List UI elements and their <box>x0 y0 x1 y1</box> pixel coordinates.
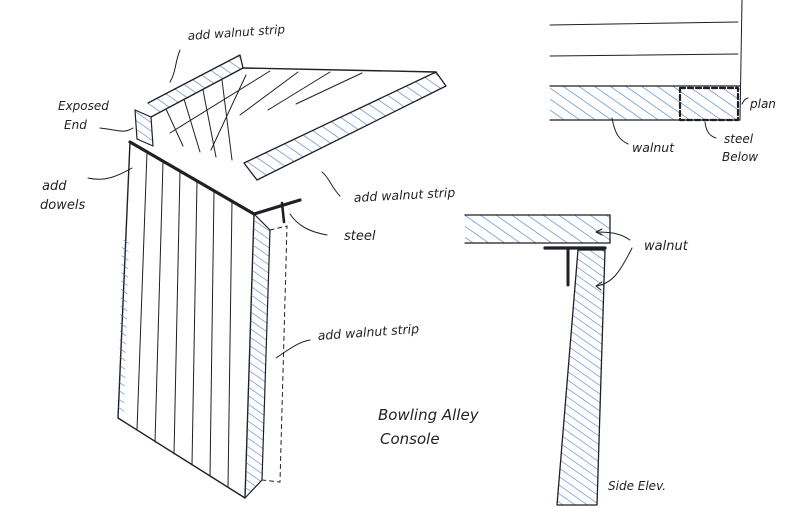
leg-board-lines <box>136 151 233 488</box>
leg-side-walnut <box>245 214 270 498</box>
label-add-walnut-strip-right: add walnut strip <box>353 185 455 205</box>
label-side-walnut: walnut <box>644 239 689 254</box>
label-add-dowels-line2: dowels <box>40 198 85 213</box>
leg-left-walnut <box>118 240 129 412</box>
label-plan-steel-below: steel Below <box>722 132 758 164</box>
label-exposed-end-line1: Exposed <box>58 99 109 113</box>
label-steel: steel <box>344 229 376 244</box>
label-add-walnut-strip-leg: add walnut strip <box>317 321 419 343</box>
label-exposed-end: Exposed End <box>58 99 113 132</box>
plan-view <box>549 0 749 145</box>
side-elevation <box>464 214 633 506</box>
label-plan-walnut: walnut <box>632 140 675 155</box>
label-plan: plan <box>749 97 776 111</box>
label-side-elev: Side Elev. <box>608 479 666 493</box>
right-walnut-strip <box>244 72 446 180</box>
top-walnut-strip <box>148 55 243 117</box>
label-title-line2: Console <box>380 430 440 448</box>
label-exposed-end-line2: End <box>64 118 87 132</box>
label-plan-steel-below-line1: steel <box>724 132 754 146</box>
exposed-end <box>135 110 153 146</box>
label-plan-steel-below-line2: Below <box>722 150 758 164</box>
tabletop-board-lines <box>165 70 363 161</box>
plan-steel-below <box>678 86 740 122</box>
label-add-dowels: add dowels <box>40 179 85 213</box>
side-leg-walnut <box>557 250 605 505</box>
leg-strip-dashed-outline <box>261 225 288 483</box>
leg-front-face <box>118 142 254 498</box>
iso-leader-lines <box>87 49 341 359</box>
label-title: Bowling Alley Console <box>378 406 483 448</box>
label-title-line1: Bowling Alley <box>378 406 480 424</box>
label-add-dowels-line1: add <box>42 179 67 194</box>
label-add-walnut-strip-top: add walnut strip <box>187 22 286 43</box>
side-top-walnut <box>465 215 610 243</box>
isometric-console <box>117 54 447 499</box>
labels: add walnut strip Exposed End add dowels … <box>40 22 776 493</box>
plan-walnut-band <box>550 86 740 120</box>
